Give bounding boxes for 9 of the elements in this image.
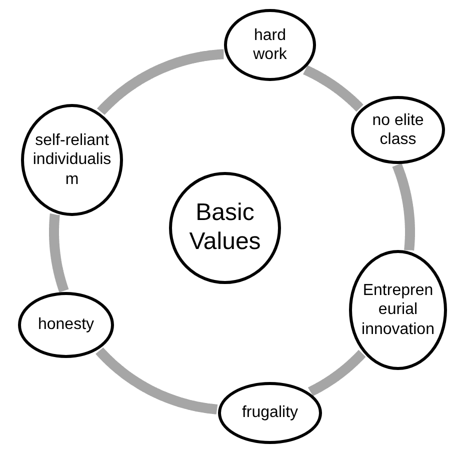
node-label: hard work	[252, 26, 288, 64]
node-label: Entrepreneurial innovation	[360, 281, 436, 339]
node-label: self-reliant individualism	[32, 131, 112, 189]
node-label: frugality	[242, 403, 298, 423]
ring-connector	[306, 348, 367, 396]
ring-connector	[300, 65, 364, 113]
node-label: Basic Values	[188, 199, 262, 257]
node-label: no elite class	[371, 110, 425, 150]
node-label: honesty	[38, 315, 94, 335]
